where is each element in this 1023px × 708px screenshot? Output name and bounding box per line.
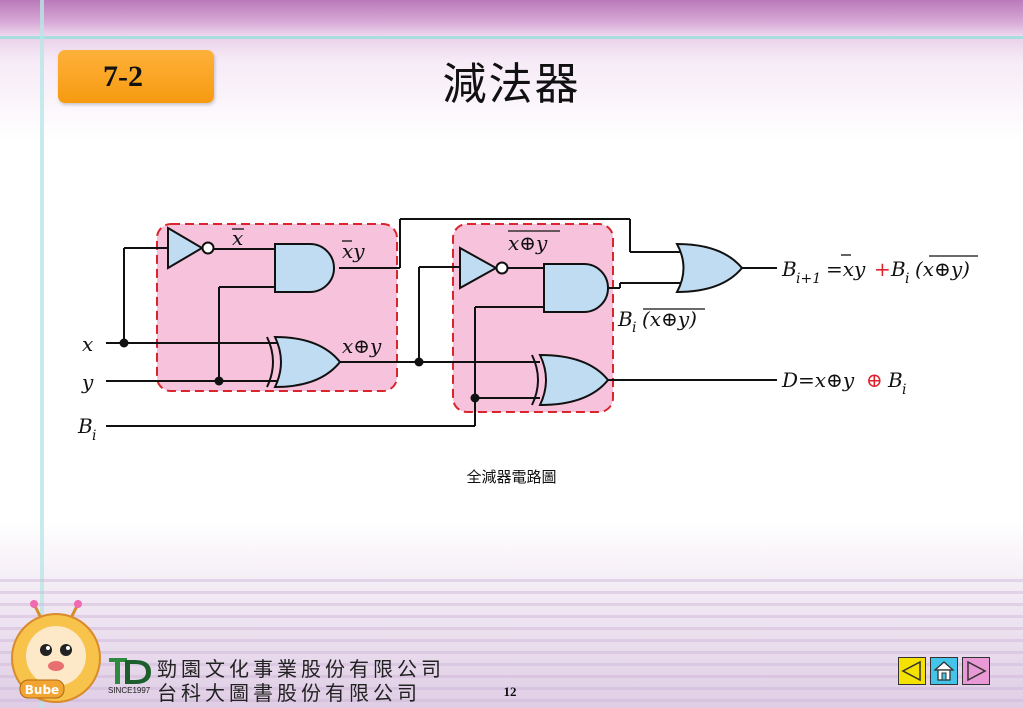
bottom-stripes [0,570,1023,708]
figure-caption: 全減器電路圖 [466,468,557,486]
not-gate-1 [167,226,204,270]
bi-xnor-sub: i [632,320,636,336]
borrow-out-b: B [781,257,797,281]
x-bar-label: x [232,226,243,250]
company-name-line2: 台科大圖書股份有限公司 [157,681,421,705]
slide-title: 減法器 [442,59,581,110]
borrow-out-sub: i+1 [796,271,821,287]
right-arrow-icon [967,660,987,682]
difference-sub: i [902,382,906,398]
and-gate-1 [274,243,335,293]
prev-slide-button[interactable] [898,657,926,685]
xor-gate-1 [273,335,342,389]
svg-text:Bube: Bube [25,683,59,697]
half-subtractor-1 [156,223,398,392]
company-logo-icon [109,658,151,684]
borrow-out-b2: B [890,257,906,281]
borrow-out-eq: =xy [826,257,866,281]
not-gate-2 [459,246,499,290]
overlines [232,228,978,310]
page-number: 12 [503,684,517,699]
section-number: 7-2 [103,60,143,93]
difference-oplus: ⊕ [866,368,883,392]
bi-xnor-label: B [617,307,633,331]
x-xor-y-label: x⊕y [342,334,382,358]
wires [106,218,777,427]
borrow-out-sub2: i [905,271,909,287]
section-badge: 7-2 [58,50,214,103]
top-banner [0,0,1023,36]
input-x-label: x [82,332,93,356]
home-icon [933,661,955,681]
difference-lhs: D=x⊕y [781,368,855,392]
since-label: SINCE1997 [108,686,151,695]
difference-b: B [887,368,903,392]
borrow-out-plus: + [874,257,891,281]
not-gate-2-bubble [495,261,509,275]
junction-dots [119,338,480,403]
xor-gate-1-back [266,336,274,388]
xor-gate-2-back [531,354,539,406]
not-gate-1-bubble [201,241,215,255]
xor-gate-2 [538,353,610,407]
input-y-label: y [81,370,94,394]
xbar-y-label: xy [342,239,365,263]
top-divider [0,36,1023,39]
home-button[interactable] [930,657,958,685]
or-gate [675,242,744,294]
borrow-out-paren: (x⊕y) [915,257,970,281]
input-b-sub: i [92,428,96,444]
next-slide-button[interactable] [962,657,990,685]
input-b-label: B [77,414,93,438]
left-decoration-line [40,0,44,708]
left-arrow-icon [901,660,921,682]
bi-xnor-expr: (x⊕y) [642,307,697,331]
bube-mascot-icon: Bube [11,600,101,703]
company-name-line1: 勁園文化事業股份有限公司 [157,657,445,681]
xnor-top-label: x⊕y [508,231,548,255]
and-gate-2 [543,263,609,313]
